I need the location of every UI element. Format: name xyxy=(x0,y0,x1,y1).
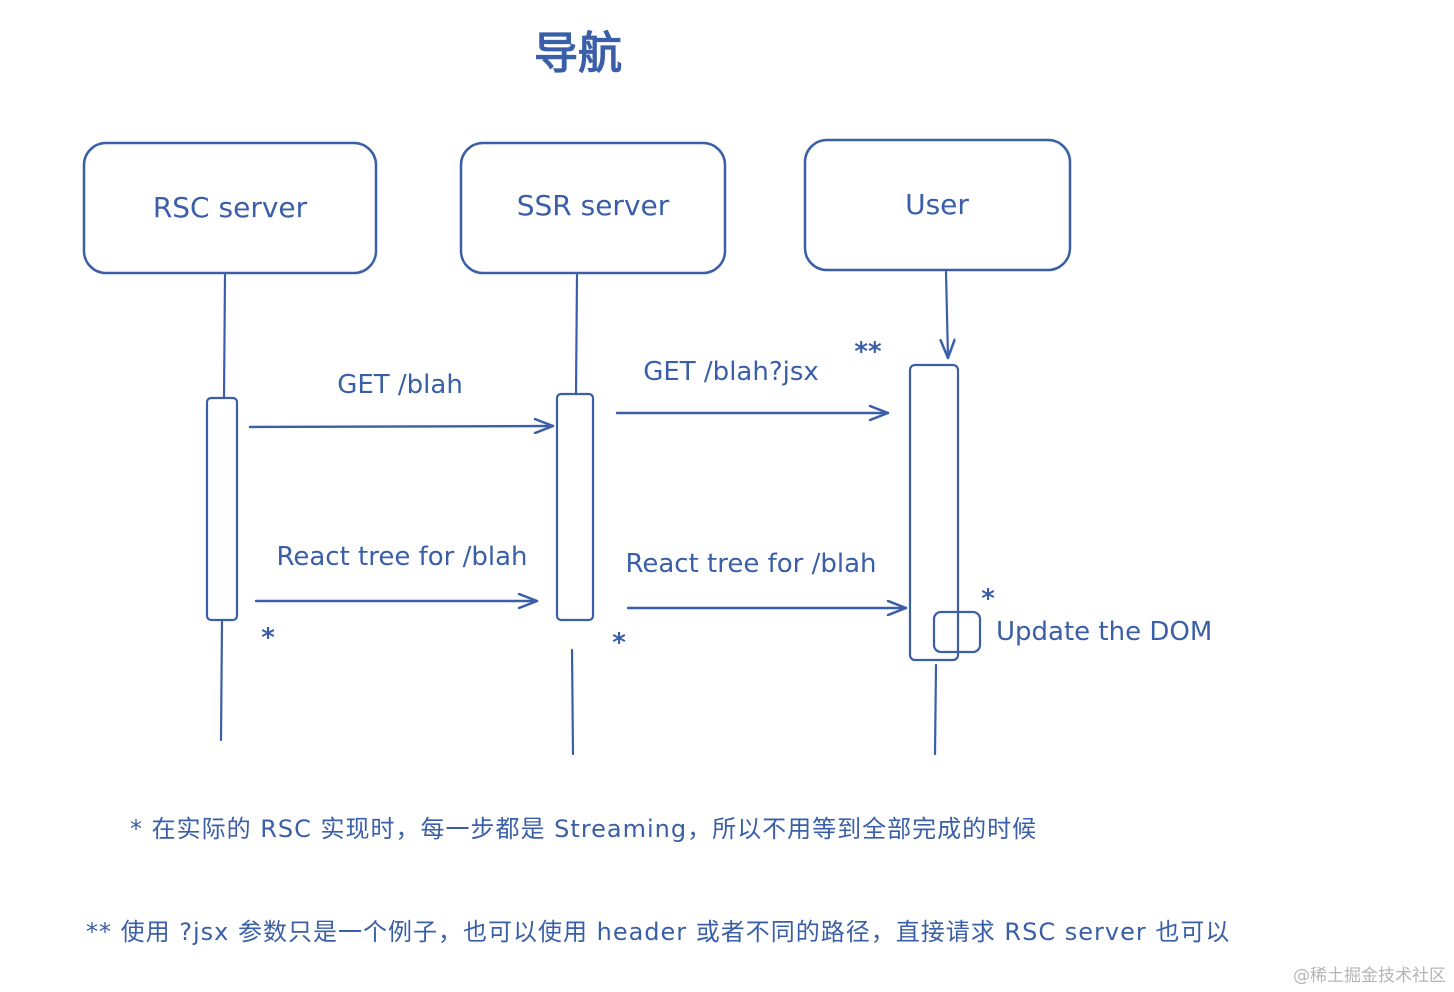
activation-user xyxy=(908,363,960,662)
footnote-marker-double: ** xyxy=(854,337,882,367)
activation-rsc-server xyxy=(205,396,239,622)
footnote-marker: * xyxy=(612,628,626,658)
footnote-marker: * xyxy=(981,584,995,614)
self-action-label: Update the DOM xyxy=(996,617,1212,647)
activation-ssr-server xyxy=(555,392,595,622)
footnote-jsx-param: ** 使用 ?jsx 参数只是一个例子，也可以使用 header 或者不同的路径… xyxy=(86,918,1230,946)
message-label: React tree for /blah xyxy=(625,549,876,579)
lifeline-ssr-server xyxy=(570,273,579,756)
participant-label: User xyxy=(905,188,969,221)
activation-update-dom xyxy=(932,610,982,654)
message-label: GET /blah?jsx xyxy=(643,357,819,387)
message-label: GET /blah xyxy=(337,370,463,400)
lifeline-user xyxy=(933,270,948,756)
message-get-blah: GET /blah xyxy=(248,370,553,427)
participant-label: RSC server xyxy=(153,191,308,224)
message-react-tree-rsc-ssr: React tree for /blah * xyxy=(254,542,537,653)
footnote-streaming: * 在实际的 RSC 实现时，每一步都是 Streaming，所以不用等到全部完… xyxy=(130,815,1037,843)
watermark: @稀土掘金技术社区 xyxy=(1293,966,1446,986)
participant-rsc-server: RSC server xyxy=(82,141,378,275)
self-action-update-dom: * Update the DOM xyxy=(981,584,1212,647)
participant-ssr-server: SSR server xyxy=(459,141,727,275)
footnote-marker: * xyxy=(261,623,275,653)
lifeline-rsc-server xyxy=(219,273,227,742)
message-get-blah-jsx: GET /blah?jsx ** xyxy=(615,337,888,413)
participant-label: SSR server xyxy=(517,189,670,222)
diagram-title: 导航 xyxy=(534,28,622,79)
message-label: React tree for /blah xyxy=(276,542,527,572)
message-react-tree-ssr-user: React tree for /blah * xyxy=(612,549,906,658)
participant-user: User xyxy=(803,138,1072,272)
